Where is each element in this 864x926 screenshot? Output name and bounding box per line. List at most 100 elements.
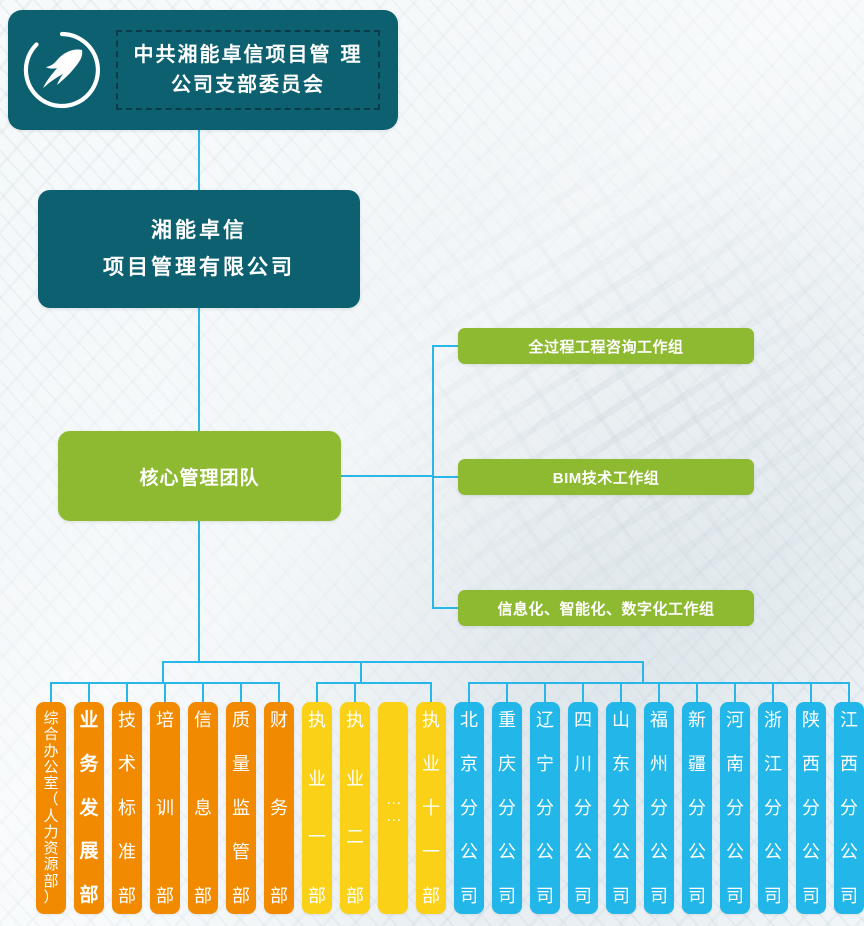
department-3-char-1: 训 bbox=[156, 798, 174, 818]
work-group-box-2[interactable]: 信息化、智能化、数字化工作组 bbox=[458, 590, 754, 626]
branch-company-2-char-0: 辽 bbox=[536, 710, 554, 730]
department-1-char-4: 部 bbox=[79, 885, 99, 906]
branch-company-9-char-2: 分 bbox=[802, 798, 820, 818]
branch-company-9[interactable]: 陕西分公司 bbox=[796, 702, 826, 914]
branch-company-4[interactable]: 山东分公司 bbox=[606, 702, 636, 914]
connector-drop-branch-company-2 bbox=[544, 683, 546, 702]
department-2-char-2: 标 bbox=[118, 798, 136, 818]
connector-drop-branch-company-10 bbox=[848, 683, 850, 702]
practice-unit-0-char-3: 部 bbox=[308, 885, 326, 906]
department-0[interactable]: 综合办公室（人力资源部） bbox=[36, 702, 66, 914]
party-title-line-1: 中共湘能卓信项目管 bbox=[133, 42, 332, 66]
branch-company-2-char-1: 宁 bbox=[536, 754, 554, 774]
practice-unit-1[interactable]: 执业二部 bbox=[340, 702, 370, 914]
branch-company-8[interactable]: 浙江分公司 bbox=[758, 702, 788, 914]
department-2-char-3: 准 bbox=[118, 842, 136, 862]
department-3[interactable]: 培训部 bbox=[150, 702, 180, 914]
connector-drop-branch-company-7 bbox=[734, 683, 736, 702]
department-0-char-3: 公 bbox=[43, 758, 59, 776]
connector-drop-practice-unit-0 bbox=[316, 683, 318, 702]
connector-party-to-company bbox=[198, 130, 200, 190]
branch-company-1[interactable]: 重庆分公司 bbox=[492, 702, 522, 914]
connector-drop-practice-unit-3 bbox=[430, 683, 432, 702]
branch-company-3[interactable]: 四川分公司 bbox=[568, 702, 598, 914]
connector-drop-department-4 bbox=[202, 683, 204, 702]
company-box[interactable]: 湘能卓信 项目管理有限公司 bbox=[38, 190, 360, 308]
branch-company-1-char-1: 庆 bbox=[498, 754, 516, 774]
department-4[interactable]: 信息部 bbox=[188, 702, 218, 914]
connector-bus-practice-unit bbox=[316, 682, 432, 684]
department-6-char-0: 财 bbox=[270, 710, 288, 730]
department-0-char-8: 资 bbox=[43, 840, 59, 858]
branch-company-2-char-3: 公 bbox=[536, 842, 554, 862]
practice-unit-1-char-2: 二 bbox=[346, 827, 364, 848]
department-2-char-0: 技 bbox=[118, 710, 136, 730]
ellipsis-marker: …… bbox=[385, 791, 403, 825]
branch-company-7[interactable]: 河南分公司 bbox=[720, 702, 750, 914]
core-management-team-box[interactable]: 核心管理团队 bbox=[58, 431, 341, 521]
company-name-line-2: 项目管理有限公司 bbox=[103, 255, 295, 279]
department-5-char-1: 量 bbox=[232, 754, 250, 774]
department-5[interactable]: 质量监管部 bbox=[226, 702, 256, 914]
work-group-box-0[interactable]: 全过程工程咨询工作组 bbox=[458, 328, 754, 364]
branch-company-3-char-0: 四 bbox=[574, 710, 592, 730]
practice-unit-1-char-1: 业 bbox=[346, 768, 364, 789]
branch-company-9-char-3: 公 bbox=[802, 842, 820, 862]
practice-unit-0[interactable]: 执业一部 bbox=[302, 702, 332, 914]
department-0-char-10: 部 bbox=[43, 872, 59, 890]
branch-company-0-char-1: 京 bbox=[460, 754, 478, 774]
department-1[interactable]: 业务发展部 bbox=[74, 702, 104, 914]
connector-drop-branch-company-5 bbox=[658, 683, 660, 702]
connector-to-group-2 bbox=[432, 607, 458, 609]
branch-company-9-char-4: 司 bbox=[802, 886, 820, 906]
practice-unit-2[interactable]: …… bbox=[378, 702, 408, 914]
branch-company-8-char-0: 浙 bbox=[764, 710, 782, 730]
branch-company-4-char-2: 分 bbox=[612, 798, 630, 818]
branch-company-0-char-4: 司 bbox=[460, 886, 478, 906]
department-5-char-4: 部 bbox=[232, 886, 250, 906]
branch-company-4-char-4: 司 bbox=[612, 886, 630, 906]
department-0-char-9: 源 bbox=[43, 856, 59, 874]
branch-company-0[interactable]: 北京分公司 bbox=[454, 702, 484, 914]
practice-unit-3-char-2: 十 bbox=[422, 798, 440, 818]
practice-unit-1-char-0: 执 bbox=[346, 710, 364, 730]
branch-company-8-char-2: 分 bbox=[764, 798, 782, 818]
connector-drop-department-3 bbox=[164, 683, 166, 702]
branch-company-0-char-2: 分 bbox=[460, 798, 478, 818]
practice-unit-3[interactable]: 执业十一部 bbox=[416, 702, 446, 914]
branch-company-3-char-2: 分 bbox=[574, 798, 592, 818]
branch-company-7-char-4: 司 bbox=[726, 886, 744, 906]
branch-company-2-char-4: 司 bbox=[536, 886, 554, 906]
department-5-char-0: 质 bbox=[232, 710, 250, 730]
work-group-box-1[interactable]: BIM技术工作组 bbox=[458, 459, 754, 495]
department-2[interactable]: 技术标准部 bbox=[112, 702, 142, 914]
department-5-char-3: 管 bbox=[232, 842, 250, 862]
branch-company-4-char-1: 东 bbox=[612, 754, 630, 774]
branch-company-10-char-0: 江 bbox=[840, 710, 858, 730]
branch-company-1-char-3: 公 bbox=[498, 842, 516, 862]
department-6-char-1: 务 bbox=[270, 798, 288, 818]
connector-bus-branch-company bbox=[468, 682, 850, 684]
branch-company-5[interactable]: 福州分公司 bbox=[644, 702, 674, 914]
practice-unit-1-char-3: 部 bbox=[346, 885, 364, 906]
branch-company-9-char-1: 西 bbox=[802, 754, 820, 774]
branch-company-7-char-1: 南 bbox=[726, 754, 744, 774]
department-2-char-4: 部 bbox=[118, 886, 136, 906]
company-name-line-1: 湘能卓信 bbox=[151, 218, 247, 243]
branch-company-6[interactable]: 新疆分公司 bbox=[682, 702, 712, 914]
connector-bus-department bbox=[50, 682, 280, 684]
branch-company-4-char-0: 山 bbox=[612, 710, 630, 730]
department-4-char-2: 部 bbox=[194, 886, 212, 906]
department-3-char-2: 部 bbox=[156, 886, 174, 906]
connector-drop-branch-company-8 bbox=[772, 683, 774, 702]
party-committee-box[interactable]: 中共湘能卓信项目管 理公司支部委员会 bbox=[8, 10, 398, 130]
work-group-label-0: 全过程工程咨询工作组 bbox=[528, 338, 684, 356]
branch-company-10[interactable]: 江西分公司 bbox=[834, 702, 864, 914]
branch-company-10-char-2: 分 bbox=[840, 798, 858, 818]
party-title-line-2: 理公司支部委员会 bbox=[171, 42, 363, 96]
connector-upper-bus bbox=[162, 661, 644, 663]
department-6[interactable]: 财务部 bbox=[264, 702, 294, 914]
branch-company-8-char-3: 公 bbox=[764, 842, 782, 862]
branch-company-2[interactable]: 辽宁分公司 bbox=[530, 702, 560, 914]
branch-company-2-char-2: 分 bbox=[536, 798, 554, 818]
